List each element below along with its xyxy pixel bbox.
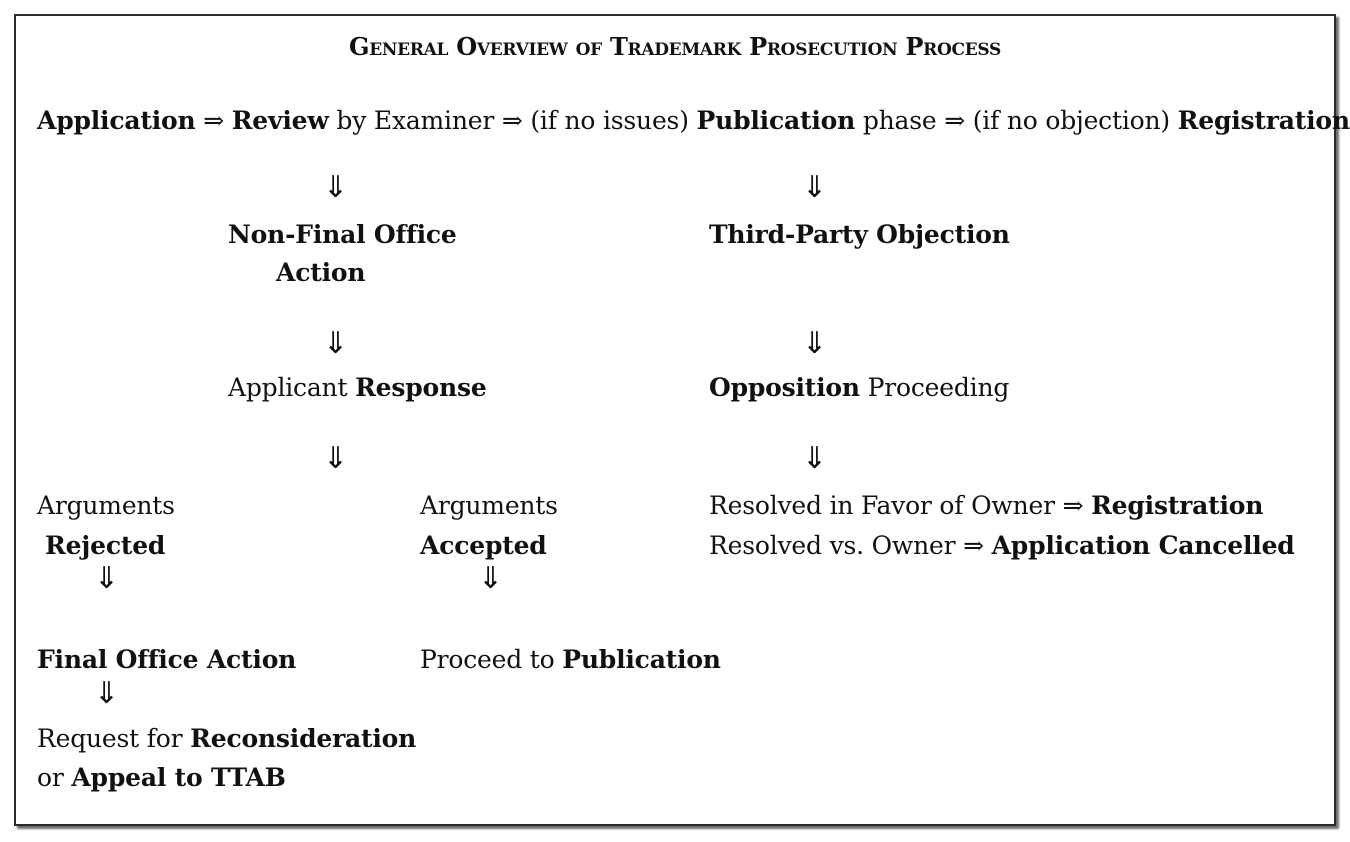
right-arrow-icon: ⇒ <box>501 106 523 135</box>
text-resolved-vs: Resolved vs. Owner <box>709 531 956 560</box>
text-if-no-issues: (if no issues) <box>530 106 689 135</box>
right-arrow-icon: ⇒ <box>1062 491 1084 520</box>
diagram-title: General Overview of Trademark Prosecutio… <box>349 32 1001 61</box>
down-arrow-icon: ⇓ <box>478 561 504 596</box>
right-arrow-icon: ⇒ <box>944 106 965 135</box>
right-arrow-icon: ⇒ <box>203 106 224 135</box>
text-proceeding: Proceeding <box>867 373 1010 402</box>
text-if-no-objection: (if no objection) <box>972 106 1170 135</box>
text-by-examiner: by Examiner <box>336 106 495 135</box>
down-arrow-icon: ⇓ <box>323 326 349 361</box>
text-appeal-to-ttab: Appeal to TTAB <box>71 763 286 792</box>
text-applicant: Applicant <box>228 373 348 402</box>
down-arrow-icon: ⇓ <box>323 170 349 205</box>
node-registration: Registration <box>1177 106 1350 135</box>
node-applicant-response: Applicant Response <box>228 373 487 403</box>
node-resolved-vs: Resolved vs. Owner ⇒ Application Cancell… <box>709 531 1295 561</box>
node-non-final-office-action-line1: Non-Final Office <box>228 220 457 249</box>
node-third-party-objection: Third-Party Objection <box>709 220 1010 249</box>
node-arguments-rejected-line1: Arguments <box>37 491 175 520</box>
node-request-reconsideration: Request for Reconsideration <box>37 724 416 754</box>
text-opposition: Opposition <box>709 373 860 402</box>
text-response: Response <box>355 373 487 402</box>
right-arrow-icon: ⇒ <box>963 531 984 560</box>
node-arguments-rejected-line2: Rejected <box>45 531 166 560</box>
node-review: Review <box>231 106 329 135</box>
node-arguments-accepted-line2: Accepted <box>420 531 547 560</box>
text-registration: Registration <box>1091 491 1264 520</box>
node-publication: Publication <box>696 106 856 135</box>
node-appeal-ttab: or Appeal to TTAB <box>37 763 286 793</box>
down-arrow-icon: ⇓ <box>323 441 349 476</box>
down-arrow-icon: ⇓ <box>802 441 828 476</box>
node-final-office-action: Final Office Action <box>37 645 297 674</box>
node-proceed-to-publication: Proceed to Publication <box>420 645 721 675</box>
down-arrow-icon: ⇓ <box>802 170 828 205</box>
text-request-for: Request for <box>37 724 183 753</box>
down-arrow-icon: ⇓ <box>94 561 120 596</box>
text-or: or <box>37 763 64 792</box>
text-phase: phase <box>862 106 937 135</box>
text-reconsideration: Reconsideration <box>190 724 417 753</box>
node-opposition-proceeding: Opposition Proceeding <box>709 373 1009 403</box>
node-arguments-accepted-line1: Arguments <box>420 491 558 520</box>
text-resolved-favor: Resolved in Favor of Owner <box>709 491 1055 520</box>
diagram-frame <box>14 14 1336 826</box>
down-arrow-icon: ⇓ <box>802 326 828 361</box>
text-proceed-to: Proceed to <box>420 645 555 674</box>
text-publication: Publication <box>562 645 721 674</box>
main-flow-row: Application ⇒ Review by Examiner ⇒ (if n… <box>37 106 1350 136</box>
node-resolved-favor: Resolved in Favor of Owner ⇒ Registratio… <box>709 491 1263 521</box>
down-arrow-icon: ⇓ <box>94 676 120 711</box>
node-non-final-office-action-line2: Action <box>276 258 366 287</box>
text-application-cancelled: Application Cancelled <box>991 531 1295 560</box>
node-application: Application <box>37 106 196 135</box>
